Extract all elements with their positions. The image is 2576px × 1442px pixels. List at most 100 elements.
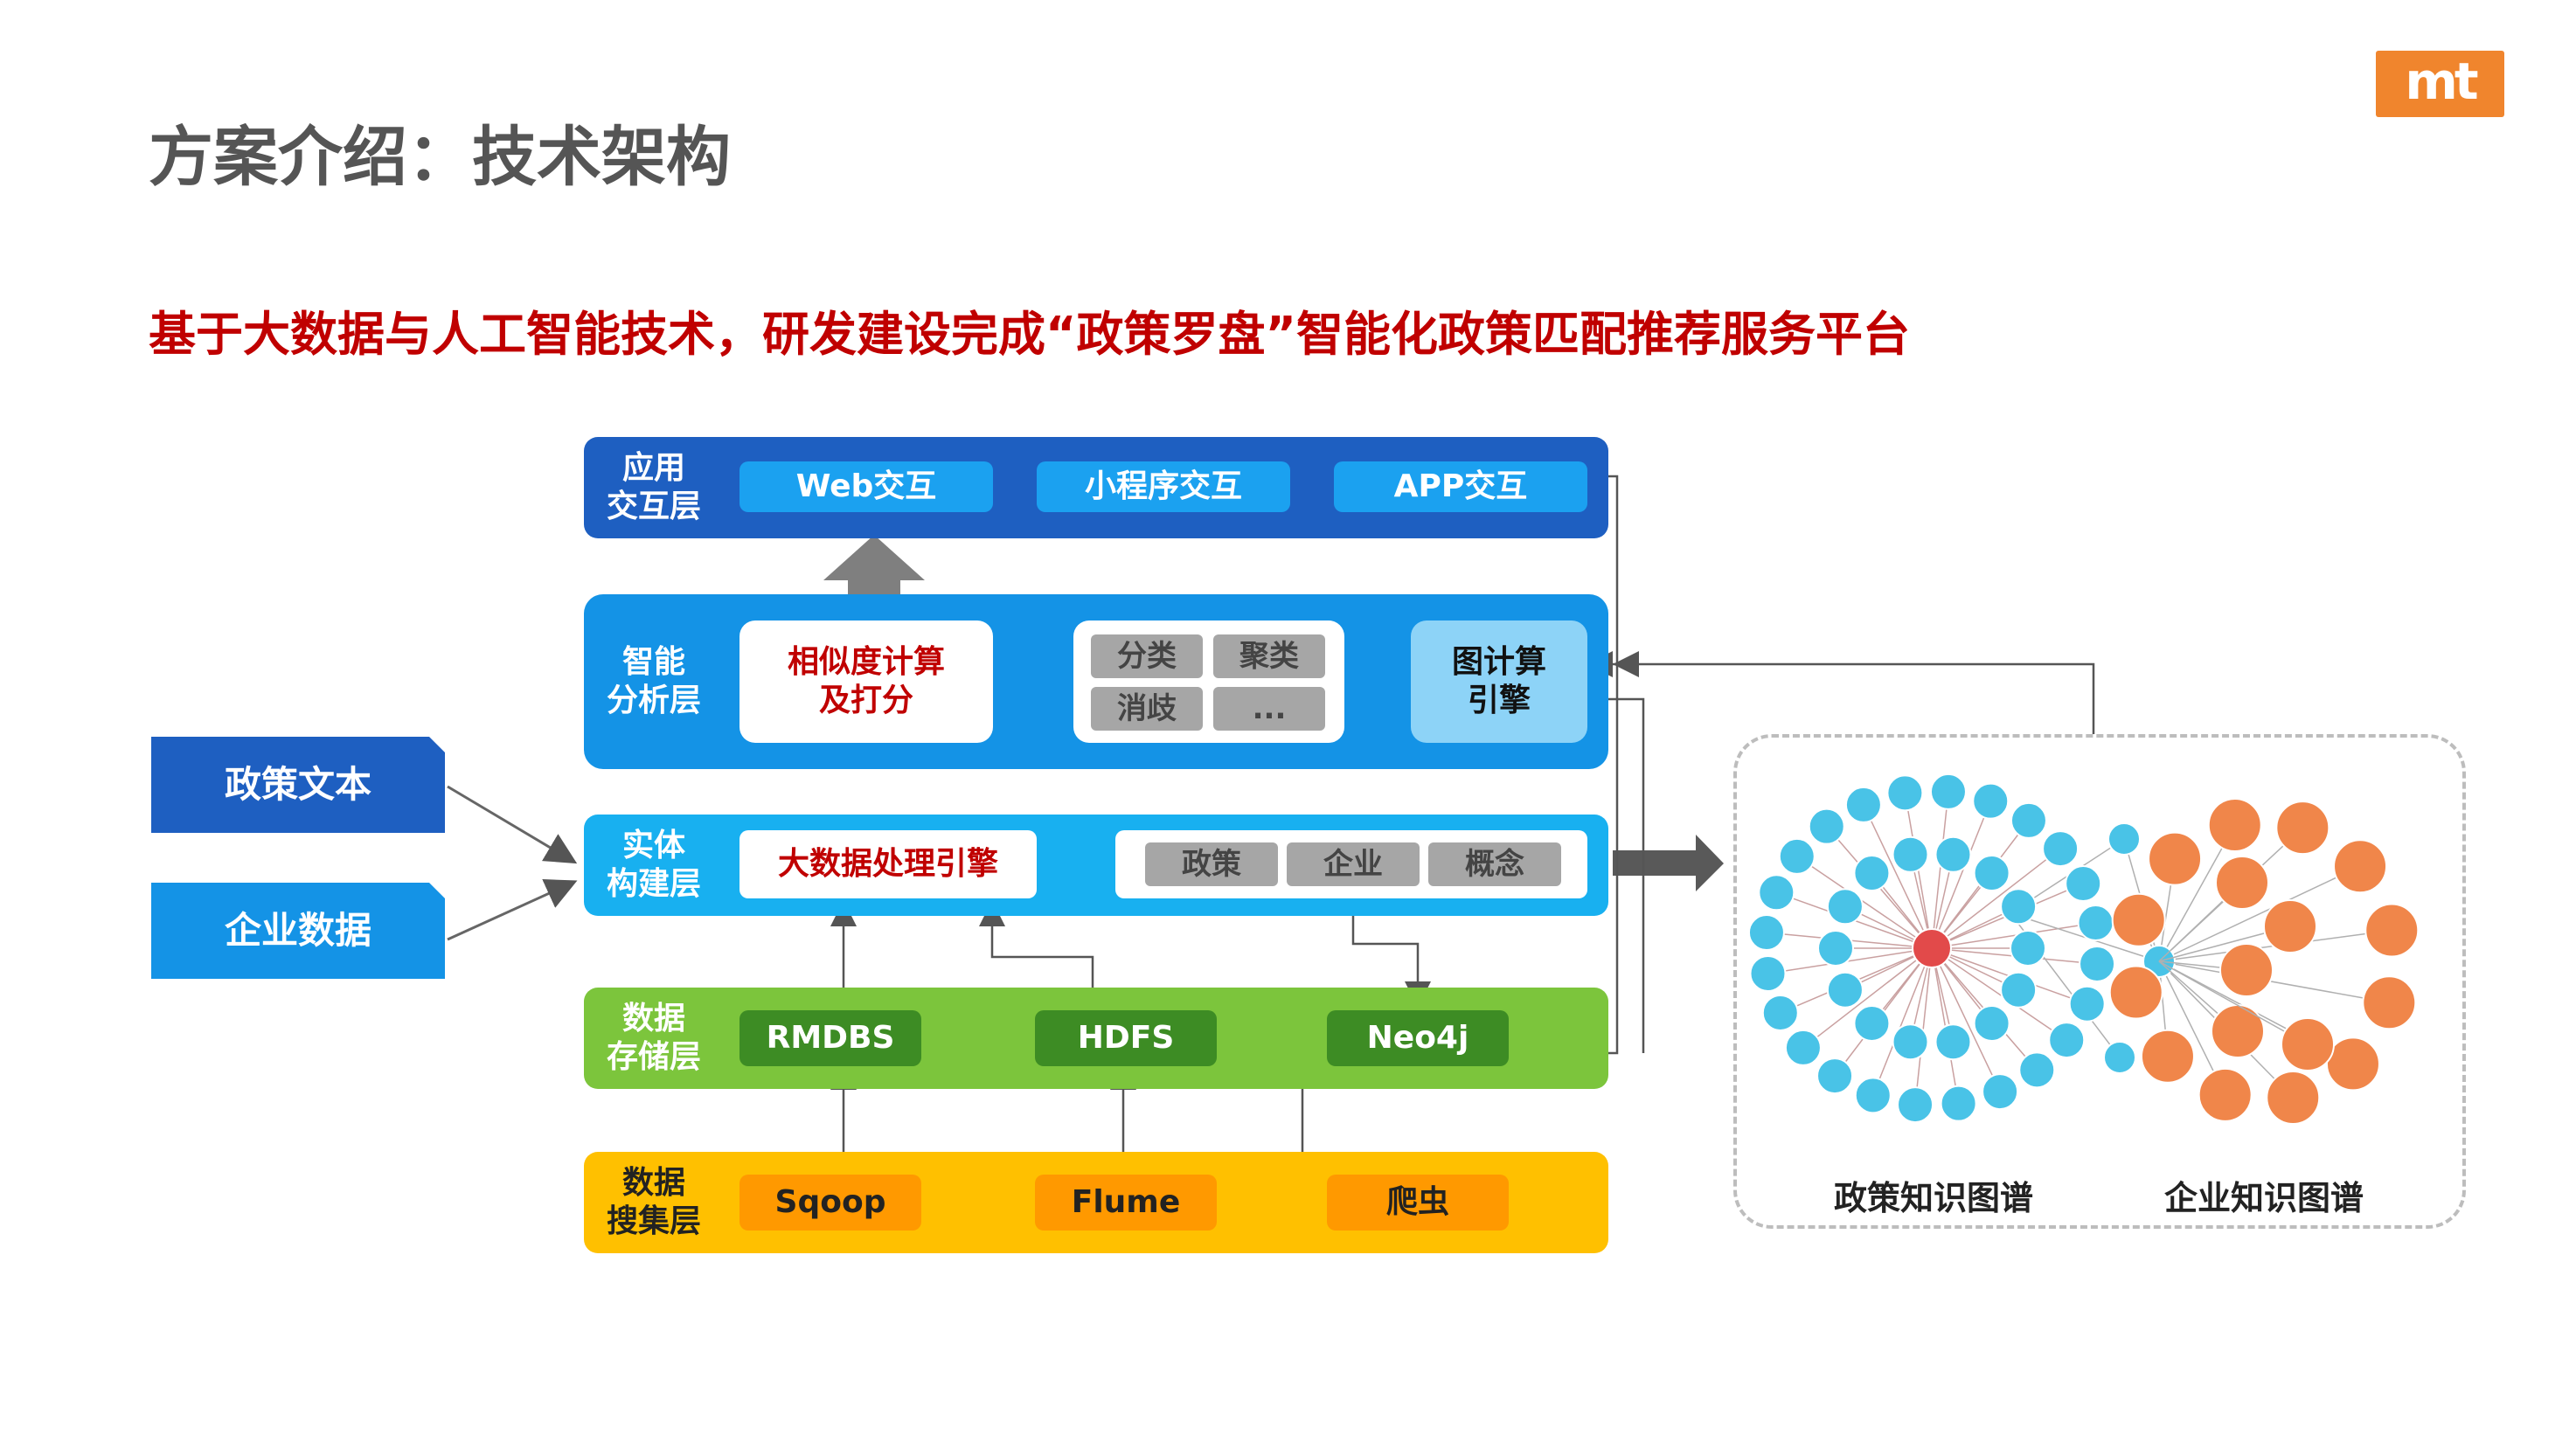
enterprise-graph-node <box>2219 943 2274 997</box>
logo: mt <box>2376 51 2504 117</box>
policy-graph-node <box>1934 1023 1972 1061</box>
graph-engine-text: 图计算引擎 <box>1451 644 1546 718</box>
rmdbs-chip: RMDBS <box>739 1010 921 1066</box>
policy-graph-node <box>1784 1029 1822 1066</box>
policy-graph-node <box>1817 930 1854 967</box>
graph-edge <box>1863 804 1933 949</box>
app-layer: 应用交互层 Web交互 小程序交互 APP交互 <box>584 437 1608 538</box>
enterprise-hub-node <box>2107 822 2141 856</box>
flume-chip: Flume <box>1035 1175 1217 1231</box>
policy-graph-node <box>2048 1022 2086 1059</box>
graph-edge <box>1931 848 2061 949</box>
policy-graph-center-node <box>1912 928 1952 968</box>
policy-graph-node <box>1929 773 1967 810</box>
policy-graph-node <box>1761 994 1799 1031</box>
policy-text-box: 政策文本 <box>151 737 445 833</box>
policy-graph-node <box>1973 854 2010 891</box>
enterprise-graph-node <box>2275 801 2330 856</box>
subtitle: 基于大数据与人工智能技术，研发建设完成“政策罗盘”智能化政策匹配推荐服务平台 <box>149 307 1910 362</box>
graph-edge <box>1931 922 2096 949</box>
enterprise-graph-node <box>2148 831 2203 886</box>
big-data-engine-box: 大数据处理引擎 <box>739 830 1037 898</box>
entity-enterprise: 企业 <box>1287 842 1420 886</box>
policy-graph-node <box>1973 1005 2010 1043</box>
neo4j-chip: Neo4j <box>1327 1010 1509 1066</box>
policy-graph-node <box>1749 954 1787 992</box>
policy-graph-node <box>1747 914 1785 952</box>
enterprise-graph-node <box>2325 1036 2380 1092</box>
ml-ops-box: 分类 聚类 消歧 ... <box>1073 620 1344 743</box>
collection-layer: 数据搜集层 Sqoop Flume 爬虫 <box>584 1152 1608 1253</box>
enterprise-graph-node <box>2215 856 2269 910</box>
policy-graph-node <box>2079 945 2116 982</box>
entity-layer: 实体构建层 大数据处理引擎 政策 企业 概念 <box>584 815 1608 916</box>
crawler-chip: 爬虫 <box>1327 1175 1509 1231</box>
policy-graph-label: 政策知识图谱 <box>1833 1179 2033 1217</box>
enterprise-graph-label: 企业知识图谱 <box>2163 1179 2364 1217</box>
policy-graph-node <box>2010 930 2046 967</box>
enterprise-data-box: 企业数据 <box>151 883 445 979</box>
collection-layer-label: 数据搜集层 <box>606 1165 701 1239</box>
graph-edge <box>1914 947 1933 1106</box>
enterprise-graph-node <box>2211 1004 2265 1058</box>
entity-concept: 概念 <box>1428 842 1561 886</box>
policy-graph-node <box>1778 837 1816 875</box>
graph-edge <box>1796 856 1933 949</box>
enterprise-graph-node <box>2266 1071 2321 1126</box>
policy-graph-node <box>1982 1073 2019 1111</box>
enterprise-graph-node <box>2263 899 2317 953</box>
policy-graph-node <box>1826 971 1864 1009</box>
op-more: ... <box>1213 687 1325 731</box>
policy-graph-node <box>1816 1057 1854 1095</box>
op-cluster: 聚类 <box>1213 634 1325 678</box>
graph-edge <box>1931 791 1949 949</box>
storage-layer: 数据存储层 RMDBS HDFS Neo4j <box>584 988 1608 1089</box>
graph-engine-box: 图计算引擎 <box>1411 620 1587 743</box>
policy-graph-node <box>1940 1085 1977 1122</box>
enterprise-graph-node <box>2111 892 2166 947</box>
page-title: 方案介绍：技术架构 <box>149 120 731 195</box>
app-layer-label: 应用交互层 <box>606 450 701 524</box>
entity-layer-label: 实体构建层 <box>606 828 701 902</box>
policy-graph-node <box>1892 835 1929 873</box>
policy-graph-node <box>1844 786 1882 823</box>
hdfs-chip: HDFS <box>1035 1010 1217 1066</box>
graph-edge <box>2158 865 2361 962</box>
knowledge-graph-network <box>1747 773 2420 1126</box>
enterprise-graph-node <box>2333 839 2388 894</box>
policy-graph-node <box>1808 808 1845 845</box>
policy-graph-node <box>2010 801 2047 839</box>
entities-box: 政策 企业 概念 <box>1115 830 1587 898</box>
graph-edge <box>1931 947 2067 1041</box>
enterprise-graph-node <box>2140 1029 2195 1084</box>
policy-graph-node <box>2077 905 2114 942</box>
sqoop-chip: Sqoop <box>739 1175 921 1231</box>
policy-graph-node <box>1897 1086 1934 1124</box>
policy-graph-node <box>2000 971 2038 1009</box>
web-interaction-chip: Web交互 <box>739 461 993 512</box>
policy-graph-node <box>1934 835 1972 873</box>
policy-graph-node <box>1854 1077 1892 1114</box>
policy-graph-node <box>1853 1005 1891 1043</box>
policy-graph-node <box>1892 1023 1929 1061</box>
graph-edge <box>2158 960 2390 1004</box>
graph-edge <box>1767 947 1933 974</box>
policy-graph-node <box>2000 888 2038 926</box>
op-disambiguate: 消歧 <box>1091 687 1203 731</box>
enterprise-hub-node <box>2103 1041 2136 1074</box>
storage-layer-label: 数据存储层 <box>606 1001 701 1075</box>
enterprise-graph-node <box>2362 975 2417 1030</box>
policy-graph-node <box>2068 985 2106 1023</box>
policy-graph-node <box>1972 782 2010 820</box>
policy-graph-node <box>1886 774 1924 812</box>
policy-graph-node <box>1758 874 1795 912</box>
policy-graph-node <box>2018 1051 2056 1089</box>
enterprise-graph-node <box>2281 1017 2335 1071</box>
graph-edge <box>2158 960 2309 1045</box>
policy-text-label: 政策文本 <box>224 763 371 806</box>
analysis-layer-label: 智能分析层 <box>606 644 701 718</box>
mini-program-chip: 小程序交互 <box>1037 461 1290 512</box>
graph-edge <box>1872 947 1933 1096</box>
analysis-layer: 智能分析层 相似度计算及打分 分类 聚类 消歧 ... 图计算引擎 <box>584 594 1608 769</box>
policy-graph-node <box>1853 854 1891 891</box>
